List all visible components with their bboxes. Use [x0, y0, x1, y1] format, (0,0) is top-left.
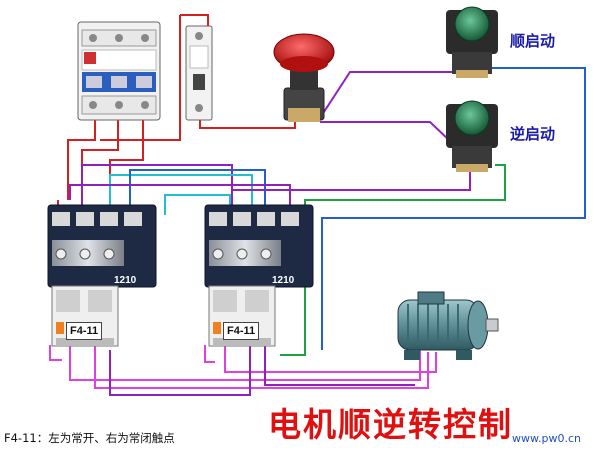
- contactor-2-model: 1210: [272, 275, 295, 286]
- diagram-title: 电机顺逆转控制: [268, 405, 513, 444]
- contactor-2-aux-label: F4-11: [223, 322, 260, 340]
- contactor-1-model: 1210: [114, 275, 137, 286]
- forward-start-label: 顺启动: [510, 32, 556, 50]
- emergency-stop-button-icon: [273, 33, 335, 122]
- watermark: www.pw0.cn: [512, 432, 581, 445]
- motor-icon: [397, 291, 499, 360]
- contactor-1-aux-label: F4-11: [66, 322, 103, 340]
- green-pushbutton-icon: [446, 100, 498, 172]
- circuit-breaker-1p-icon: [185, 25, 213, 121]
- green-pushbutton-icon: [446, 6, 498, 78]
- footnote: F4-11：左为常开、右为常闭触点: [4, 431, 175, 445]
- reverse-start-label: 逆启动: [510, 125, 556, 143]
- contactor-icon: [204, 204, 314, 347]
- circuit-breaker-3p-icon: [77, 21, 161, 121]
